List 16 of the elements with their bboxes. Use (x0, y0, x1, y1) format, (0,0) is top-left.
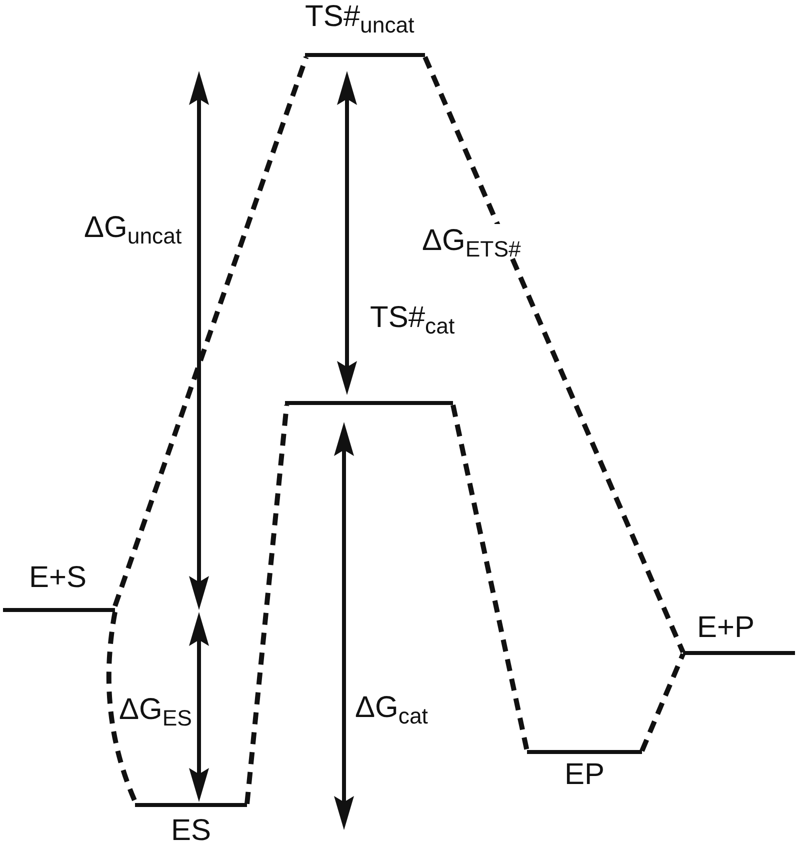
energy-label: ΔG$_{cat}$ (355, 691, 428, 724)
level-label: TS#$_{uncat}$ (305, 0, 414, 33)
dashed-connector (244, 404, 290, 804)
edge-label: ΔG$_{ETS#}$ (420, 224, 523, 257)
level-label: E+S (29, 561, 87, 594)
energy-label: ΔG$_{ES}$ (119, 693, 192, 726)
energy-label: TS#$_{cat}$ (370, 301, 455, 334)
level-label: EP (564, 758, 605, 791)
dashed-connector (450, 404, 530, 752)
dashed-connector (112, 56, 309, 607)
energy-label: ΔG$_{uncat}$ (84, 211, 182, 244)
level-label: ES (170, 814, 212, 847)
dashed-connector (422, 56, 686, 654)
dashed-connector (640, 653, 686, 752)
level-label: E+P (697, 611, 755, 644)
energy-level (285, 401, 453, 405)
